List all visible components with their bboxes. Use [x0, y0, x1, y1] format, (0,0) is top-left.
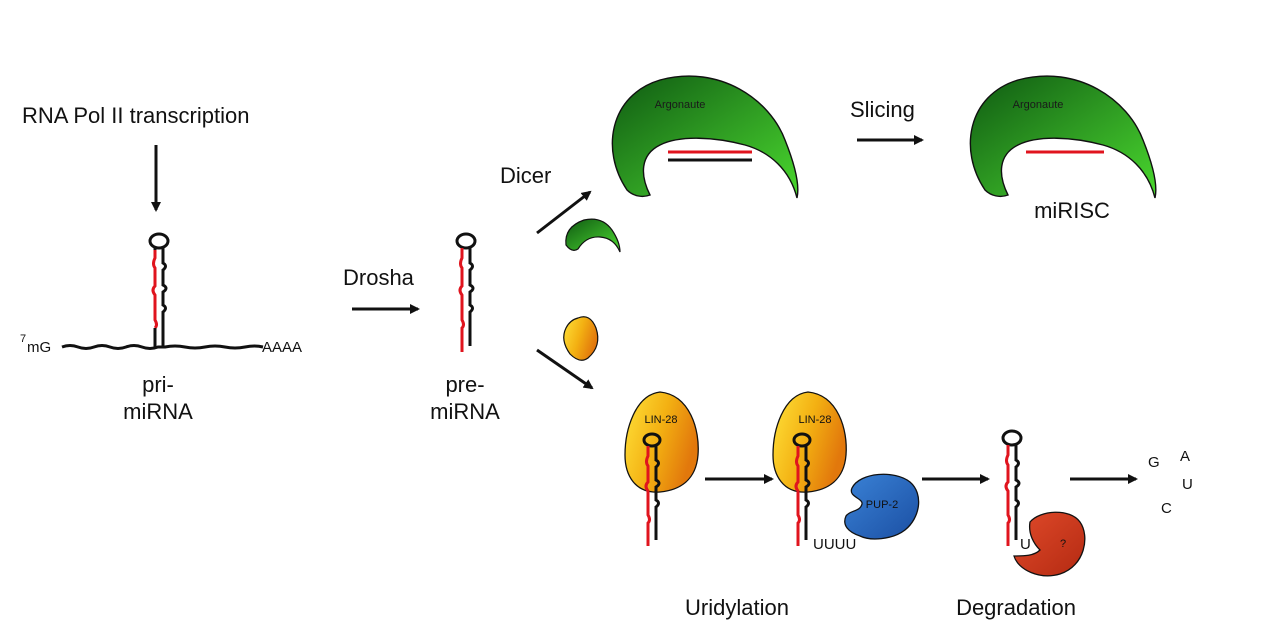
- lin28-bound-pre-mirna-2: [792, 432, 812, 546]
- pup2-icon: [844, 473, 920, 540]
- lin28-bound-icon-1: [624, 391, 699, 493]
- nucleotide-u: U: [1182, 476, 1193, 493]
- polya-label: AAAA: [262, 339, 302, 356]
- drosha-label: Drosha: [343, 265, 415, 290]
- uridylation-label: Uridylation: [685, 595, 789, 620]
- nuclease-question-label: ?: [1060, 538, 1066, 550]
- lin28-branch-arrow: [536, 348, 594, 390]
- lin28-label-1: LIN-28: [644, 414, 677, 426]
- transcription-label: RNA Pol II transcription: [22, 103, 249, 128]
- single-u-label: U: [1020, 536, 1031, 553]
- cap-superscript: 7: [20, 333, 26, 345]
- dicer-icon: [565, 218, 621, 253]
- pre-mirna-structure: [455, 232, 477, 352]
- lin28-bound-pre-mirna-1: [642, 432, 662, 546]
- pup2-label: PUP-2: [866, 499, 898, 511]
- mirisc-label: miRISC: [1034, 198, 1110, 223]
- uridylated-pre-mirna: [1001, 429, 1023, 546]
- argonaute-label-2: Argonaute: [1013, 99, 1064, 111]
- pre-label-line2: miRNA: [430, 399, 500, 424]
- nucleotide-c: C: [1161, 500, 1172, 517]
- pri-label-line1: pri-: [142, 372, 174, 397]
- pri-label-line2: miRNA: [123, 399, 193, 424]
- dicer-arrow: [536, 190, 592, 235]
- argonaute-mirisc-icon: [969, 75, 1157, 199]
- nucleotide-g: G: [1148, 454, 1160, 471]
- cap-label: mG: [27, 339, 51, 356]
- degradation-label: Degradation: [956, 595, 1076, 620]
- lin28-free-icon: [563, 316, 599, 361]
- argonaute-loaded-icon: [611, 75, 799, 199]
- argonaute-label-1: Argonaute: [655, 99, 706, 111]
- slicing-label: Slicing: [850, 97, 915, 122]
- pre-label-line1: pre-: [445, 372, 484, 397]
- lin28-label-2: LIN-28: [798, 414, 831, 426]
- pri-mirna-structure: [61, 232, 264, 350]
- dicer-label: Dicer: [500, 163, 551, 188]
- unknown-nuclease-icon: [1013, 511, 1086, 577]
- nucleotide-a: A: [1180, 448, 1190, 465]
- uuuu-tail-label: UUUU: [813, 536, 856, 553]
